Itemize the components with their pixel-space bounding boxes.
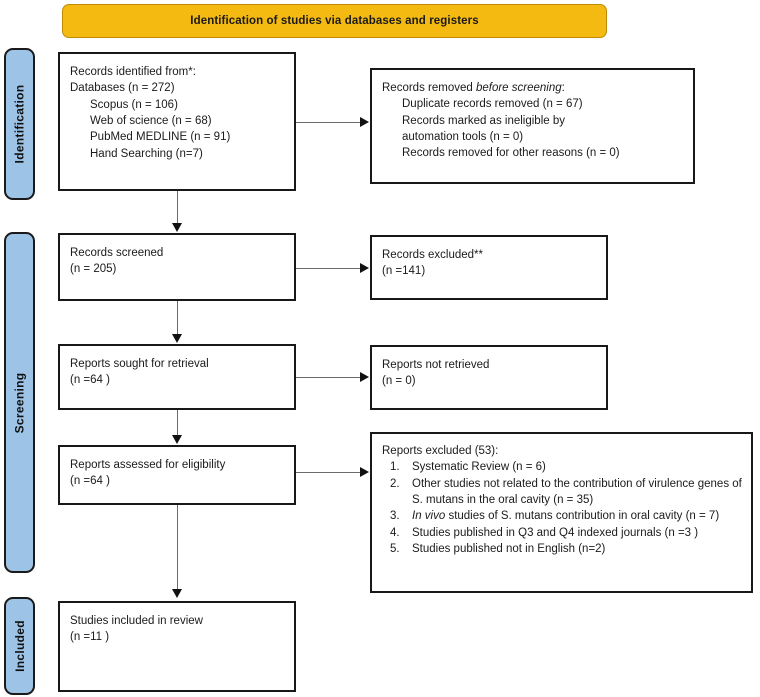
- list-item-number: 1.: [390, 461, 400, 474]
- records-removed-line-3: Records removed for other reasons (n = 0…: [402, 147, 620, 160]
- list-item: 2. Other studies not related to the contr…: [382, 476, 743, 509]
- list-item-number: 5.: [390, 542, 400, 555]
- records-screened-line-0: Records screened: [70, 247, 164, 259]
- studies-included-line-1: (n =11 ): [70, 631, 110, 644]
- list-item-number: 3.: [390, 510, 400, 523]
- arrowhead-sought-to-eligibility: [172, 435, 182, 444]
- connector-identified-to-removed: [296, 122, 361, 123]
- records-excluded-line-0: Records excluded**: [382, 249, 484, 261]
- reports-eligibility-line-1: (n =64 ): [70, 475, 110, 488]
- studies-included-line-0: Studies included in review: [70, 615, 203, 627]
- reports-sought-line-0: Reports sought for retrieval: [70, 358, 209, 370]
- records-identified-line-1: Databases (n = 272): [70, 82, 175, 95]
- arrowhead-eligibility-to-reportsexcluded: [360, 467, 369, 477]
- records-removed-line-0: Duplicate records removed (n = 67): [402, 98, 583, 111]
- arrowhead-sought-to-notretrieved: [360, 372, 369, 382]
- list-item-text: studies of S. mutans contribution in ora…: [445, 510, 720, 523]
- list-item-text: Studies published not in English (n=2): [412, 542, 606, 555]
- box-studies-included: Studies included in review (n =11 ): [58, 601, 296, 692]
- list-item-text: Systematic Review (n = 6): [412, 461, 546, 474]
- connector-sought-to-eligibility: [177, 410, 178, 436]
- list-item: 1. Systematic Review (n = 6): [382, 459, 743, 475]
- connector-eligibility-to-reportsexcluded: [296, 472, 361, 473]
- list-item-italic-lead: In vivo: [412, 510, 446, 523]
- connector-sought-to-notretrieved: [296, 377, 361, 378]
- list-item: 3. In vivo studies of S. mutans contribut…: [382, 508, 743, 524]
- box-reports-not-retrieved: Reports not retrieved (n = 0): [370, 345, 608, 410]
- box-reports-eligibility: Reports assessed for eligibility (n =64 …: [58, 445, 296, 505]
- phase-tab-identification: Identification: [4, 48, 35, 200]
- box-records-excluded: Records excluded** (n =141): [370, 235, 608, 300]
- reports-eligibility-line-0: Reports assessed for eligibility: [70, 459, 226, 471]
- connector-screened-to-sought: [177, 301, 178, 335]
- records-identified-line-2: Scopus (n = 106): [90, 98, 178, 111]
- records-removed-line-2: automation tools (n = 0): [402, 130, 524, 143]
- records-identified-line-5: Hand Searching (n=7): [90, 147, 203, 160]
- arrowhead-identified-to-screened: [172, 223, 182, 232]
- connector-identified-to-screened: [177, 191, 178, 224]
- list-item-text: Other studies not related to the contrib…: [412, 477, 742, 506]
- reports-excluded-list: 1. Systematic Review (n = 6) 2. Other stud…: [382, 459, 743, 557]
- records-removed-heading-italic: before screening: [475, 82, 562, 94]
- records-screened-line-1: (n = 205): [70, 263, 117, 276]
- arrowhead-identified-to-removed: [360, 117, 369, 127]
- box-reports-excluded-detail: Reports excluded (53): 1. Systematic Revi…: [370, 432, 753, 593]
- phase-tab-screening: Screening: [4, 232, 35, 573]
- list-item-number: 4.: [390, 526, 400, 539]
- records-removed-heading-plain: Records removed: [382, 82, 476, 94]
- phase-label-identification: Identification: [12, 84, 27, 164]
- list-item-number: 2.: [390, 477, 400, 490]
- phase-label-screening: Screening: [12, 372, 27, 433]
- box-records-identified: Records identified from*: Databases (n =…: [58, 52, 296, 191]
- connector-screened-to-excluded: [296, 268, 361, 269]
- arrowhead-eligibility-to-included: [172, 589, 182, 598]
- records-excluded-line-1: (n =141): [382, 265, 426, 278]
- connector-eligibility-to-included: [177, 505, 178, 590]
- reports-sought-line-1: (n =64 ): [70, 374, 110, 387]
- records-removed-heading: Records removed before screening:: [382, 80, 685, 96]
- records-removed-heading-tail: :: [561, 82, 565, 94]
- diagram-title: Identification of studies via databases …: [190, 15, 479, 27]
- records-identified-line-3: Web of science (n = 68): [90, 114, 212, 127]
- phase-label-included: Included: [12, 620, 27, 672]
- list-item: 4. Studies published in Q3 and Q4 indexed…: [382, 525, 743, 541]
- box-reports-sought: Reports sought for retrieval (n =64 ): [58, 344, 296, 410]
- list-item-text: Studies published in Q3 and Q4 indexed j…: [412, 526, 699, 539]
- reports-excluded-heading: Reports excluded (53):: [382, 445, 499, 457]
- reports-not-retrieved-line-1: (n = 0): [382, 375, 416, 388]
- arrowhead-screened-to-excluded: [360, 263, 369, 273]
- box-records-removed: Records removed before screening: Duplic…: [370, 68, 695, 184]
- records-removed-line-1: Records marked as ineligible by: [402, 114, 565, 127]
- box-records-screened: Records screened (n = 205): [58, 233, 296, 301]
- reports-not-retrieved-line-0: Reports not retrieved: [382, 359, 490, 371]
- list-item: 5. Studies published not in English (n=2): [382, 541, 743, 557]
- records-identified-line-0: Records identified from*:: [70, 66, 196, 78]
- phase-tab-included: Included: [4, 597, 35, 695]
- records-identified-line-4: PubMed MEDLINE (n = 91): [90, 131, 231, 144]
- diagram-header-banner: Identification of studies via databases …: [62, 4, 607, 38]
- arrowhead-screened-to-sought: [172, 334, 182, 343]
